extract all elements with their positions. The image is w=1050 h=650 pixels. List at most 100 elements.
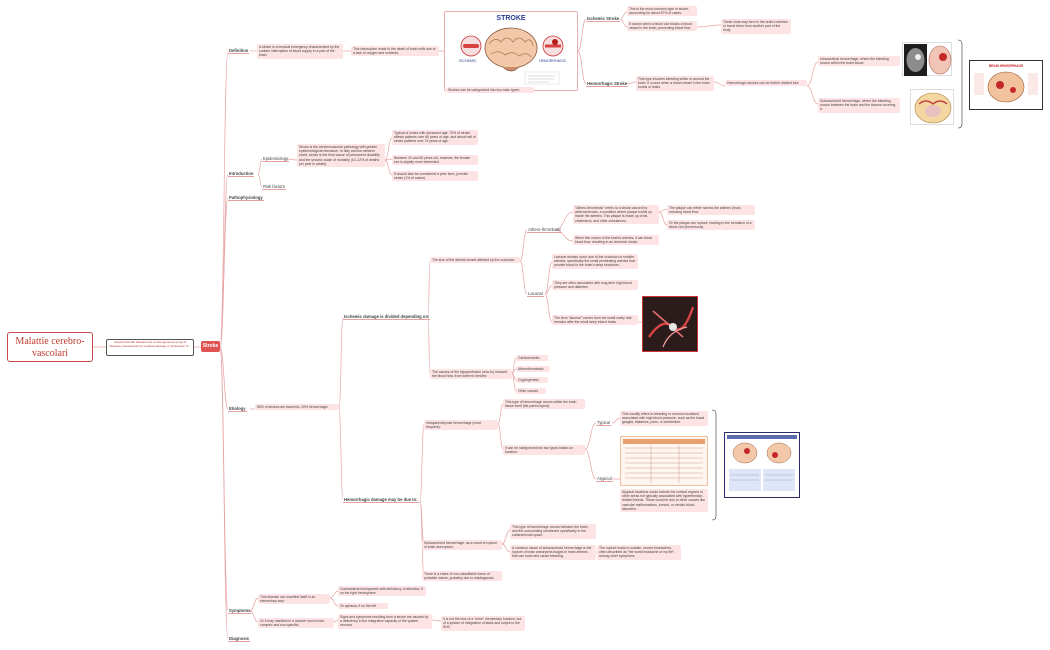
intracerebral-hemorrhage[interactable]: Intracerebral hemorrhage, where the blee… [818, 56, 900, 67]
stroke-types-caption[interactable]: Strokes can be categorized into two main… [446, 87, 534, 94]
symptom-integration-system[interactable]: It is not the loss of a "mere" elementar… [441, 616, 525, 631]
symptom-aphasia[interactable]: Or aphasia, if on the left. [338, 603, 388, 610]
athero-fact-1[interactable]: "Athero-thrombotic" refers to a stroke c… [573, 205, 659, 224]
hemorrhagic-stroke-label[interactable]: Hemorrhagic Stroke [586, 81, 629, 87]
connector-line [219, 346, 229, 410]
symptom-complex[interactable]: Or it may manifest in a manner much more… [258, 618, 334, 629]
connector-line [257, 158, 263, 175]
branch-etiology[interactable]: Etiology [228, 406, 247, 412]
connector-line [806, 61, 819, 87]
introduction-fact-1[interactable]: Typical of males with advanced age: 75% … [392, 130, 478, 145]
branch-introduction[interactable]: Introduction [228, 171, 255, 177]
hemorrhagic-fact-2[interactable]: Hemorrhagic strokes can be further divid… [725, 80, 807, 87]
introduction-summary[interactable]: Stroke is the cerebrovascular pathology … [297, 144, 385, 168]
branch-symptoms[interactable]: Symptoms [228, 608, 252, 614]
branch-diagnosis[interactable]: Diagnosis [228, 636, 251, 642]
connector-line [544, 285, 553, 295]
connector-line [338, 408, 344, 501]
connector-line [384, 159, 393, 176]
connector-line [658, 211, 668, 226]
ischemic-stroke-label[interactable]: Ischemic Stroke [586, 16, 621, 22]
connector-line [329, 590, 339, 599]
group-bracket [711, 409, 717, 521]
intraparenchymal-fact-2[interactable]: It can be categorized into two types bas… [503, 445, 585, 456]
non-classifiable-node[interactable]: There is a share of non-classifiable for… [422, 571, 502, 582]
connector-line [219, 197, 229, 348]
intraparenchymal-fact-1[interactable]: This type of hemorrhage occurs within th… [503, 399, 585, 410]
root-node[interactable]: Malattie cerebro-vascolari [7, 332, 93, 362]
branch-definition[interactable]: Definition [228, 48, 250, 54]
typical-label[interactable]: Typical [596, 420, 612, 426]
introduction-fact-3[interactable]: It should also be considered a peer form… [392, 171, 478, 182]
lacunar-fact-2[interactable]: They are often associated with long-term… [552, 280, 638, 291]
cause-cardioembolic[interactable]: Cardioembolic [516, 355, 548, 362]
hypoperfusion-causes-node[interactable]: The causes of the hypoperfusion (who is)… [430, 369, 512, 380]
atypical-label[interactable]: Atypical [596, 476, 613, 482]
intracerebral-scan-image [902, 42, 952, 76]
cause-other[interactable]: Other causes [516, 388, 546, 395]
subarachnoid-hemorrhage-def[interactable]: Subarachnoid hemorrhage, where the bleed… [818, 98, 900, 113]
ischemic-fact-3[interactable]: These clots may form in the brain's arte… [721, 19, 791, 34]
epidemiology-label[interactable]: Epidemiology [262, 156, 290, 162]
hemorrhagic-damage-label[interactable]: Hemorrhagic damage may be due to: [343, 497, 419, 503]
subarachnoid-node[interactable]: Subarachnoid hemorrhage, as a result of … [422, 540, 502, 551]
connector-line [333, 619, 339, 623]
risk-factors-label[interactable]: Risk factors [262, 184, 286, 190]
definition-text[interactable]: A stroke is a medical emergency characte… [257, 44, 343, 59]
branch-pathophysiology[interactable]: Pathophysiology [228, 195, 264, 201]
atypical-description[interactable]: Atypical locations would include the cor… [620, 489, 708, 513]
hemorrhagic-fact-1[interactable]: This type involves bleeding within or ar… [636, 76, 714, 91]
connector-line [427, 316, 431, 374]
group-bracket [957, 39, 963, 129]
definition-consequence[interactable]: This interruption leads to the death of … [351, 46, 439, 57]
hemorrhage-types-figure [724, 432, 800, 498]
ischemic-fact-2[interactable]: It occurs when a blood clot blocks a blo… [627, 21, 697, 32]
intraparenchymal-node[interactable]: Intraparenchymal hemorrhage (more freque… [424, 420, 498, 431]
symptom-integrative[interactable]: Signs and symptoms resulting from a stro… [338, 614, 432, 629]
connector-line [427, 260, 431, 318]
lacunar-fact-3[interactable]: The term "lacunar" comes from the small … [552, 315, 638, 326]
root-title: Malattie cerebro-vascolari [15, 336, 85, 359]
ischemic-fact-1[interactable]: This is the most common type of stroke, … [627, 6, 697, 17]
connector-line [249, 597, 259, 612]
introduction-fact-2[interactable]: Between 20 and 60 years old, however, th… [392, 155, 478, 166]
symptom-elementary[interactable]: This disease can manifest itself in an e… [258, 594, 330, 605]
typical-description[interactable]: This usually refers to bleeding in commo… [620, 411, 708, 426]
root-summary-node[interactable]: Cerebrovascular diseases are a heterogen… [106, 339, 194, 356]
athero-fact-3[interactable]: Or the plaque can rupture, leading to th… [667, 220, 755, 231]
connector-line [419, 499, 425, 577]
connector-line [286, 158, 298, 161]
connector-line [219, 346, 229, 640]
subarachnoid-fact-3[interactable]: The rupture leads to sudden, severe head… [597, 545, 681, 560]
lacunar-label[interactable]: Lacunar [527, 291, 545, 297]
subarachnoid-fact-2[interactable]: A common cause of subarachnoid hemorrhag… [510, 545, 596, 560]
connector-line [501, 529, 511, 545]
vessel-size-node[interactable]: The size of the arterial vessel affected… [430, 257, 520, 264]
connector-line [257, 173, 263, 188]
lacunar-fact-1[interactable]: Lacunar strokes occur due to the occlusi… [552, 254, 638, 269]
ischemic-damage-label[interactable]: Ischemic damage is divided depending on: [343, 314, 431, 320]
athero-fact-2[interactable]: The plaque can either narrow the arterie… [667, 205, 755, 216]
lacunar-vessels-image [642, 296, 698, 352]
connector-line [696, 24, 722, 28]
athero-fact-4[interactable]: When this occurs in the brain's arteries… [573, 235, 659, 246]
atypical-table-image [620, 436, 708, 486]
subarachnoid-fact-1[interactable]: This type of hemorrhage occurs between t… [510, 524, 596, 539]
connector-line [806, 85, 819, 105]
symptom-hemiparesis[interactable]: Contralateral hemiparesis with deficienc… [338, 586, 426, 597]
cause-atherothrombotic[interactable]: Atherothrombotic [516, 366, 550, 373]
connector-line [497, 423, 504, 450]
etiology-intro[interactable]: 80% of strokes are ischemic, 20% hemorrh… [255, 404, 339, 411]
connector-line [577, 50, 587, 85]
connector-line [519, 260, 528, 295]
subarachnoid-brain-image [910, 89, 954, 125]
connector-line [544, 261, 553, 295]
athero-thrombotic-label[interactable]: Athero-thrombotic [527, 227, 563, 233]
connector-line [219, 50, 229, 348]
connector-line [658, 208, 668, 213]
connector-line [519, 229, 528, 262]
connector-line [419, 423, 425, 501]
cause-cryptogenetic[interactable]: Cryptogenetic [516, 377, 548, 384]
central-topic-stroke[interactable]: Stroke [201, 341, 220, 352]
connector-line [249, 610, 259, 623]
